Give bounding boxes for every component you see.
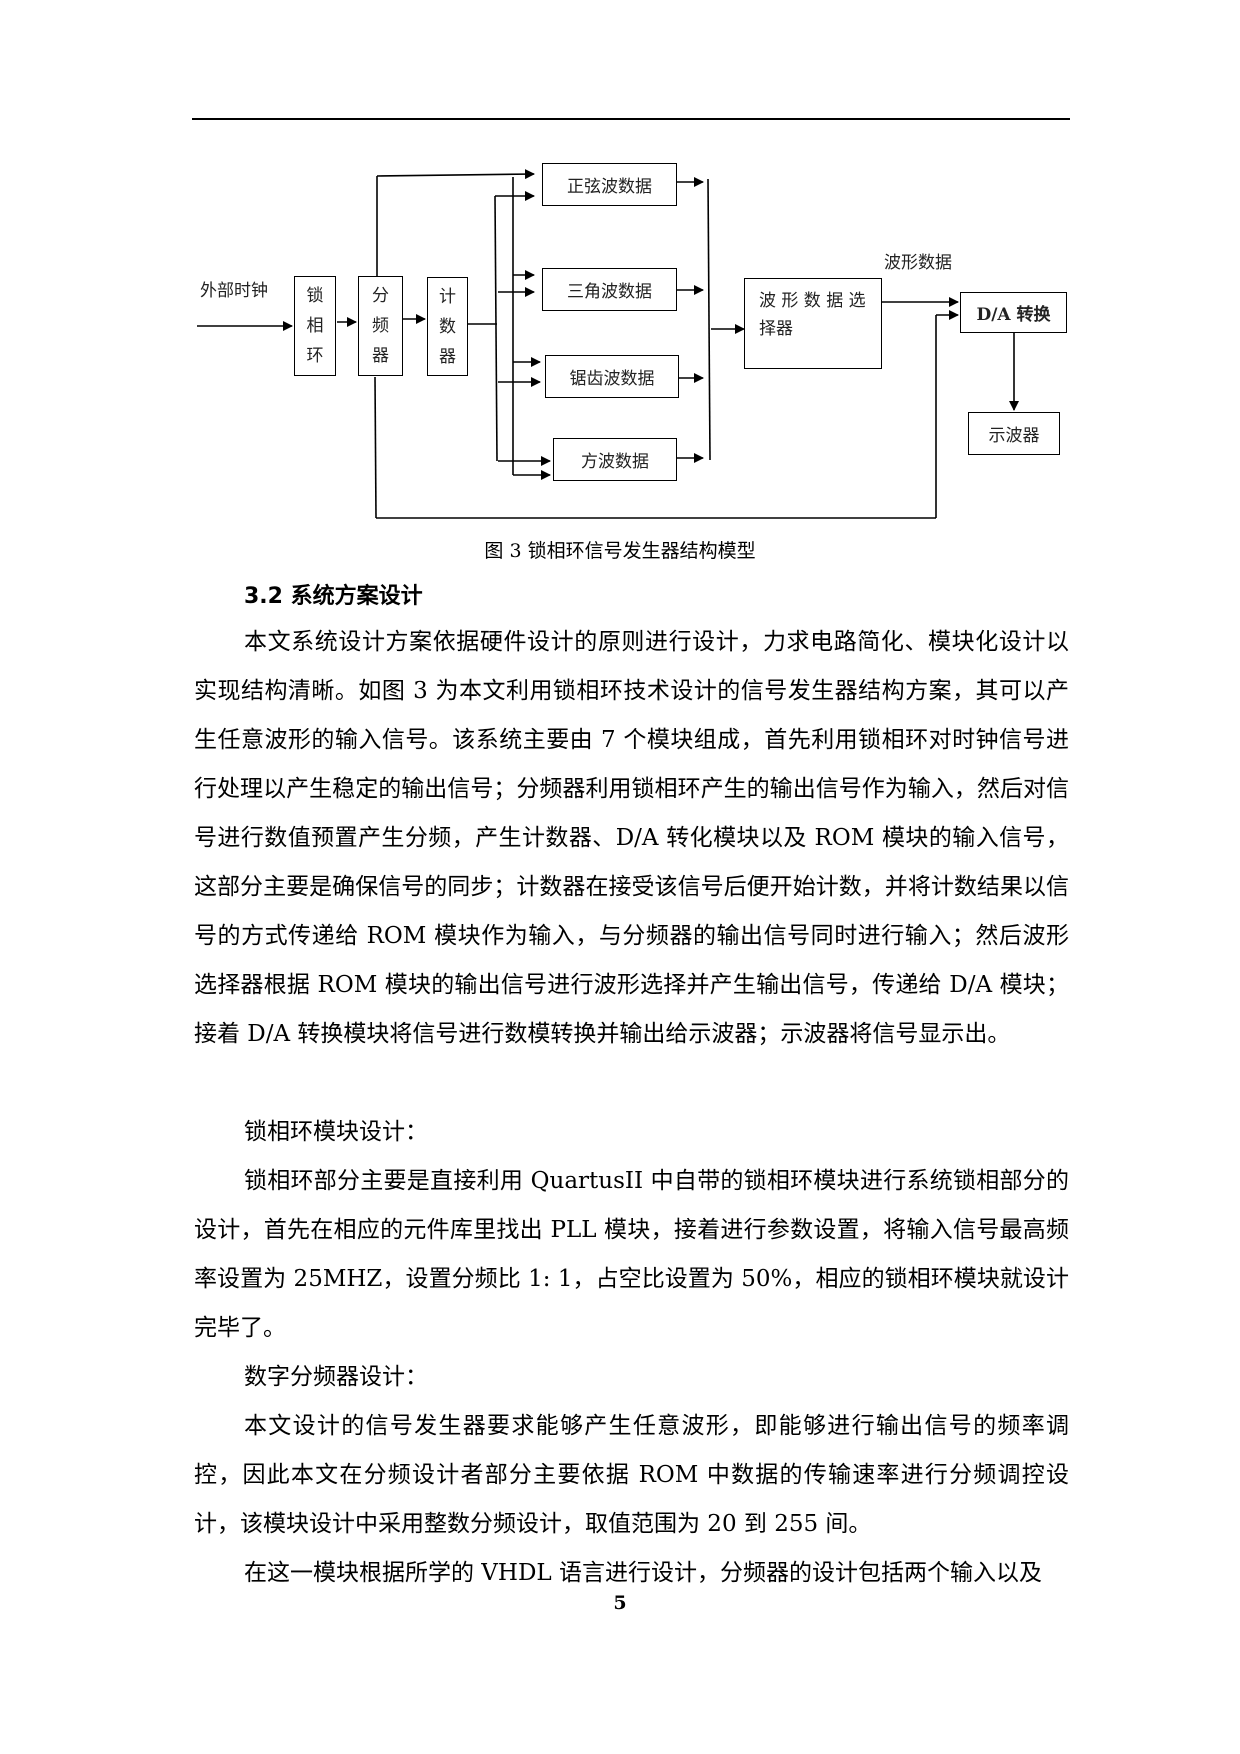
waveform-data-label: 波形数据 [884, 253, 952, 273]
sawtooth-data-label: 锯齿波数据 [569, 369, 655, 389]
section-heading: 3.2 系统方案设计 [244, 584, 423, 609]
counter-block: 计 数 器 [427, 277, 468, 376]
divider-char: 分 [372, 286, 389, 306]
square-data-block: 方波数据 [553, 438, 677, 481]
waveform-selector-block: 波 形 数 据 选 择器 [744, 278, 882, 369]
counter-char: 器 [439, 346, 456, 367]
da-converter-label: D/A 转换 [976, 305, 1051, 325]
sine-data-block: 正弦波数据 [542, 163, 677, 206]
figure-caption: 图 3 锁相环信号发生器结构模型 [484, 540, 756, 562]
header-rule [192, 118, 1070, 120]
sine-data-label: 正弦波数据 [567, 177, 652, 197]
selector-label-line1: 波 形 数 据 选 [759, 291, 866, 311]
counter-char: 数 [439, 316, 456, 337]
selector-label-line2: 择器 [759, 319, 793, 339]
diagram-connectors [197, 169, 1019, 519]
paragraph-vhdl: 在这一模块根据所学的 VHDL 语言进行设计，分频器的设计包括两个输入以及 [244, 1560, 1043, 1586]
da-converter-block: D/A 转换 [960, 292, 1067, 333]
oscilloscope-block: 示波器 [968, 412, 1060, 455]
page-number: 5 [613, 1592, 627, 1614]
pll-char: 锁 [306, 286, 324, 306]
subheading-divider-design: 数字分频器设计： [244, 1364, 428, 1390]
triangle-data-block: 三角波数据 [542, 268, 677, 311]
block-diagram: 外部时钟 锁 相 环 分 频 器 计 数 器 正弦波数据 三角波数据 锯齿波数据… [0, 0, 1240, 540]
pll-char: 相 [306, 316, 324, 336]
divider-char: 频 [372, 316, 389, 336]
oscilloscope-label: 示波器 [988, 426, 1040, 446]
input-clock-label: 外部时钟 [200, 281, 268, 301]
paragraph-divider-design: 本文设计的信号发生器要求能够产生任意波形，即能够进行输出信号的频率调控，因此本文… [194, 1413, 1069, 1537]
square-data-label: 方波数据 [581, 452, 649, 472]
pll-block: 锁 相 环 [294, 276, 336, 376]
paragraph-system-design: 本文系统设计方案依据硬件设计的原则进行设计，力求电路简化、模块化设计以实现结构清… [194, 629, 1069, 1047]
divider-block: 分 频 器 [358, 276, 403, 376]
pll-char: 环 [306, 346, 324, 366]
counter-char: 计 [439, 286, 456, 307]
paragraph-pll-design: 锁相环部分主要是直接利用 QuartusII 中自带的锁相环模块进行系统锁相部分… [194, 1168, 1069, 1341]
triangle-data-label: 三角波数据 [567, 282, 652, 302]
divider-char: 器 [372, 346, 389, 366]
sawtooth-data-block: 锯齿波数据 [545, 355, 679, 398]
subheading-pll-design: 锁相环模块设计： [244, 1119, 428, 1145]
